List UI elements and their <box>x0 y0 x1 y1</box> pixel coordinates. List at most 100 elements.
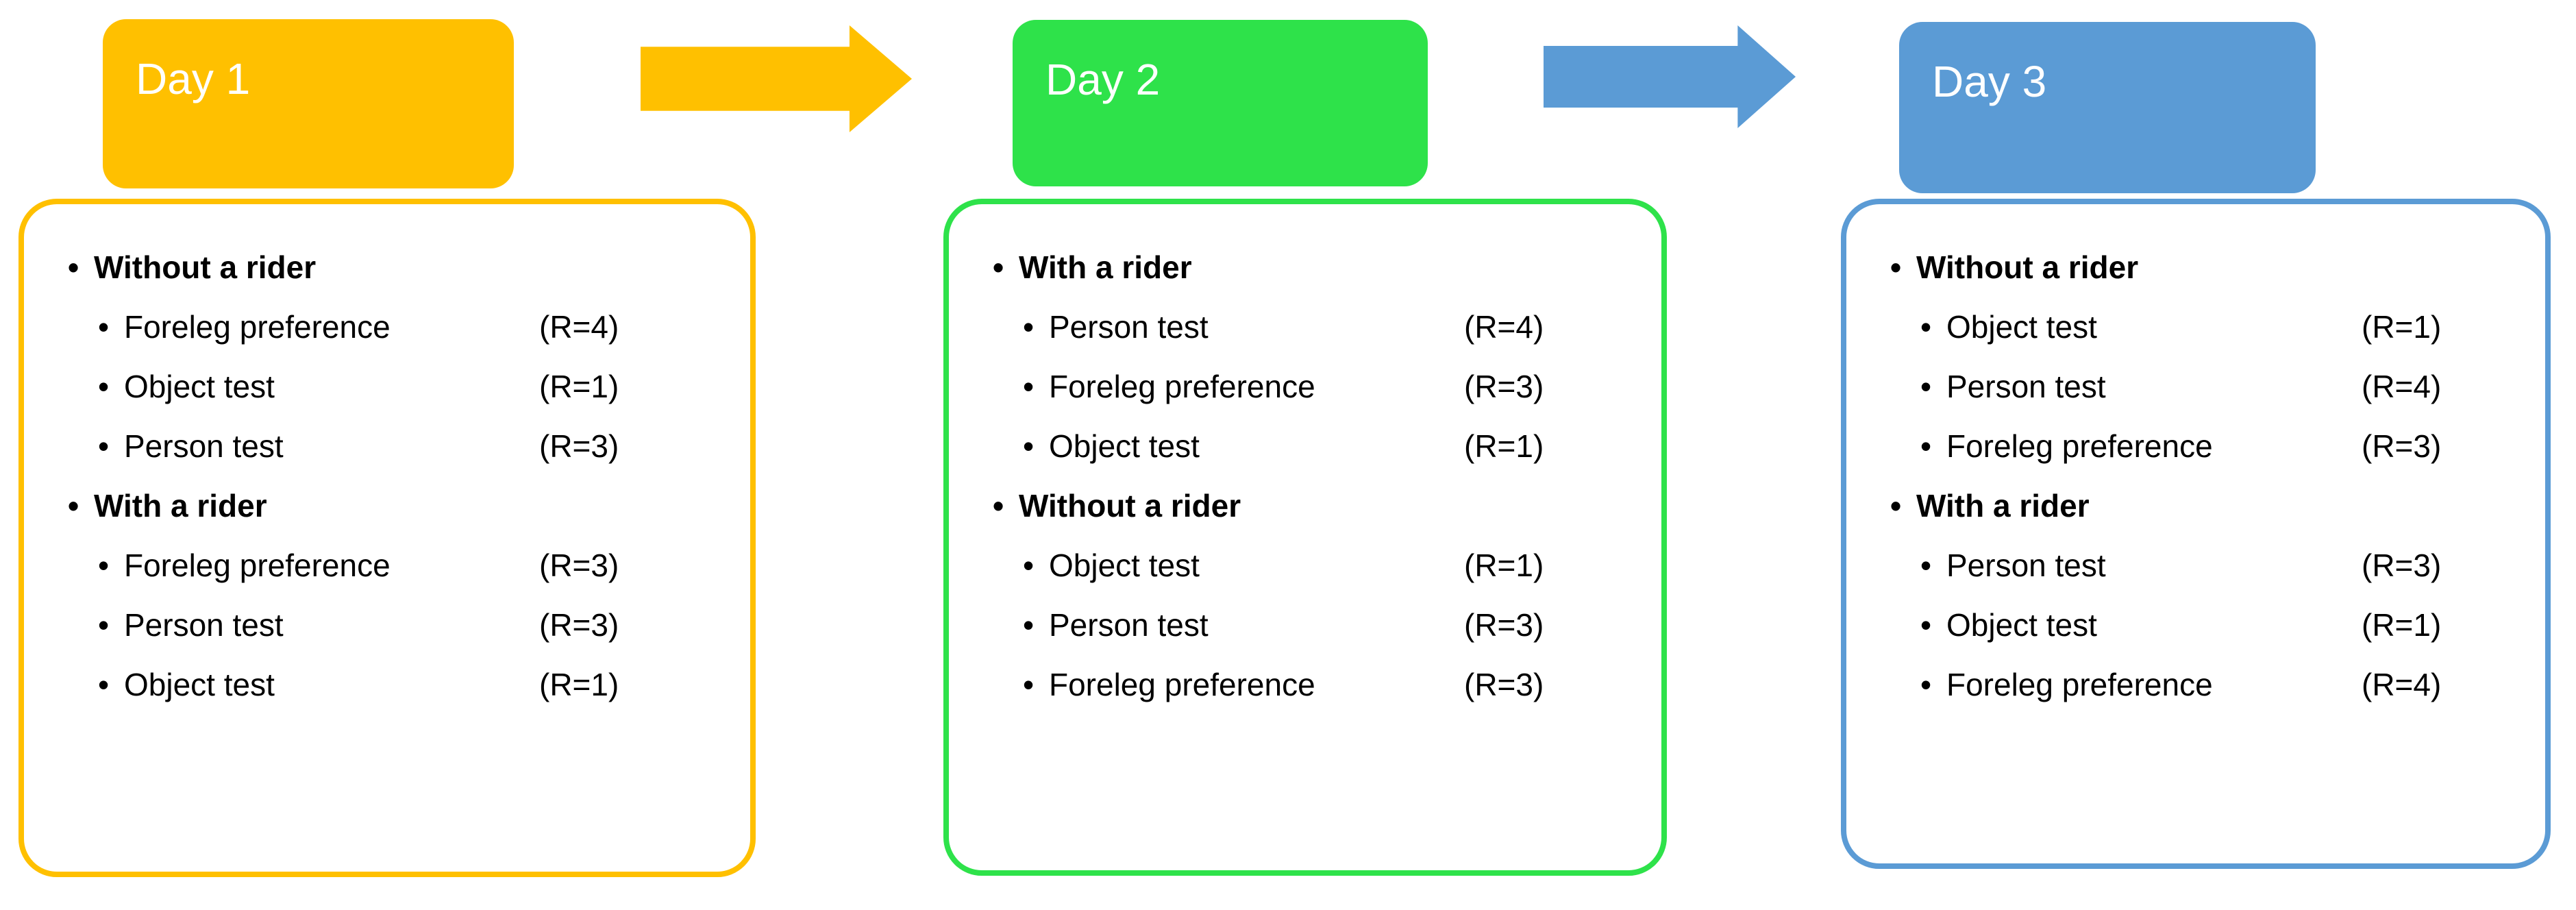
test-item-row: • Foreleg preference (R=3) <box>993 654 1645 714</box>
bullet-icon: • <box>1920 308 1932 345</box>
bullet-icon: • <box>98 428 110 464</box>
group-heading: Without a rider <box>1019 487 1241 524</box>
test-item-row: • Person test (R=3) <box>993 595 1645 654</box>
bullet-icon: • <box>98 368 110 404</box>
group-heading: Without a rider <box>1916 249 2139 285</box>
test-item-row: • Foreleg preference (R=3) <box>1890 416 2529 476</box>
test-name: Object test <box>1946 606 2097 643</box>
test-name: Object test <box>1049 428 1200 464</box>
test-rank: (R=3) <box>539 428 619 464</box>
test-name: Person test <box>1049 606 1209 643</box>
bullet-icon: • <box>98 606 110 643</box>
bullet-icon: • <box>98 666 110 702</box>
test-rank: (R=4) <box>1464 308 1544 345</box>
bullet-icon: • <box>98 547 110 583</box>
day3-title: Day 3 <box>1932 57 2047 106</box>
test-name: Person test <box>1946 547 2106 583</box>
day3-header: Day 3 <box>1899 22 2316 193</box>
test-name: Object test <box>1049 547 1200 583</box>
test-rank: (R=4) <box>539 308 619 345</box>
test-name: Person test <box>124 606 284 643</box>
bullet-icon: • <box>1920 428 1932 464</box>
bullet-icon: • <box>1023 368 1035 404</box>
test-item-row: • Foreleg preference (R=3) <box>68 535 734 595</box>
test-name: Person test <box>1049 308 1209 345</box>
test-item-row: • Person test (R=4) <box>993 297 1645 356</box>
bullet-icon: • <box>1920 666 1932 702</box>
test-rank: (R=3) <box>1464 606 1544 643</box>
test-rank: (R=1) <box>2362 606 2442 643</box>
test-rank: (R=3) <box>539 547 619 583</box>
group-heading-row: • Without a rider <box>993 476 1645 535</box>
test-name: Foreleg preference <box>124 547 391 583</box>
test-name: Foreleg preference <box>1946 428 2213 464</box>
test-item-row: • Object test (R=1) <box>1890 297 2529 356</box>
arrow-right-icon <box>1544 25 1796 128</box>
group-heading: With a rider <box>94 487 267 524</box>
test-rank: (R=4) <box>2362 666 2442 702</box>
test-item-row: • Object test (R=1) <box>1890 595 2529 654</box>
test-item-row: • Object test (R=1) <box>68 654 734 714</box>
test-name: Object test <box>124 368 275 404</box>
test-rank: (R=3) <box>539 606 619 643</box>
test-rank: (R=4) <box>2362 368 2442 404</box>
bullet-icon: • <box>1023 606 1035 643</box>
day2-header: Day 2 <box>1013 20 1428 186</box>
bullet-icon: • <box>1890 487 1902 524</box>
bullet-icon: • <box>1920 547 1932 583</box>
group-heading-row: • With a rider <box>993 237 1645 297</box>
group-heading: With a rider <box>1019 249 1192 285</box>
test-item-row: • Foreleg preference (R=4) <box>1890 654 2529 714</box>
day1-content-box: • Without a rider • Foreleg preference (… <box>18 199 756 877</box>
test-item-row: • Object test (R=1) <box>68 356 734 416</box>
test-name: Object test <box>1946 308 2097 345</box>
test-name: Foreleg preference <box>1049 368 1315 404</box>
test-item-row: • Object test (R=1) <box>993 535 1645 595</box>
test-name: Object test <box>124 666 275 702</box>
test-item-row: • Person test (R=3) <box>68 416 734 476</box>
group-heading-row: • With a rider <box>68 476 734 535</box>
test-item-row: • Person test (R=3) <box>1890 535 2529 595</box>
bullet-icon: • <box>1023 308 1035 345</box>
test-rank: (R=1) <box>539 368 619 404</box>
group-heading: Without a rider <box>94 249 317 285</box>
bullet-icon: • <box>1890 249 1902 285</box>
bullet-icon: • <box>993 249 1004 285</box>
group-heading-row: • Without a rider <box>68 237 734 297</box>
test-item-row: • Person test (R=4) <box>1890 356 2529 416</box>
test-item-row: • Foreleg preference (R=3) <box>993 356 1645 416</box>
arrow-right-icon <box>641 25 912 132</box>
test-name: Foreleg preference <box>1946 666 2213 702</box>
test-rank: (R=1) <box>539 666 619 702</box>
bullet-icon: • <box>993 487 1004 524</box>
test-item-row: • Person test (R=3) <box>68 595 734 654</box>
test-name: Person test <box>1946 368 2106 404</box>
bullet-icon: • <box>68 249 79 285</box>
bullet-icon: • <box>1920 368 1932 404</box>
group-heading-row: • Without a rider <box>1890 237 2529 297</box>
test-rank: (R=1) <box>2362 308 2442 345</box>
day1-header: Day 1 <box>103 19 514 188</box>
test-item-row: • Foreleg preference (R=4) <box>68 297 734 356</box>
day2-title: Day 2 <box>1045 55 1161 104</box>
test-item-row: • Object test (R=1) <box>993 416 1645 476</box>
bullet-icon: • <box>1023 428 1035 464</box>
test-rank: (R=3) <box>1464 368 1544 404</box>
bullet-icon: • <box>1023 666 1035 702</box>
test-rank: (R=1) <box>1464 428 1544 464</box>
test-rank: (R=3) <box>2362 547 2442 583</box>
day2-content-box: • With a rider • Person test (R=4) • For… <box>943 199 1667 876</box>
test-rank: (R=3) <box>2362 428 2442 464</box>
test-name: Foreleg preference <box>124 308 391 345</box>
test-rank: (R=1) <box>1464 547 1544 583</box>
test-name: Foreleg preference <box>1049 666 1315 702</box>
bullet-icon: • <box>68 487 79 524</box>
group-heading-row: • With a rider <box>1890 476 2529 535</box>
test-name: Person test <box>124 428 284 464</box>
bullet-icon: • <box>1920 606 1932 643</box>
day1-title: Day 1 <box>136 54 251 103</box>
bullet-icon: • <box>98 308 110 345</box>
group-heading: With a rider <box>1916 487 2090 524</box>
bullet-icon: • <box>1023 547 1035 583</box>
